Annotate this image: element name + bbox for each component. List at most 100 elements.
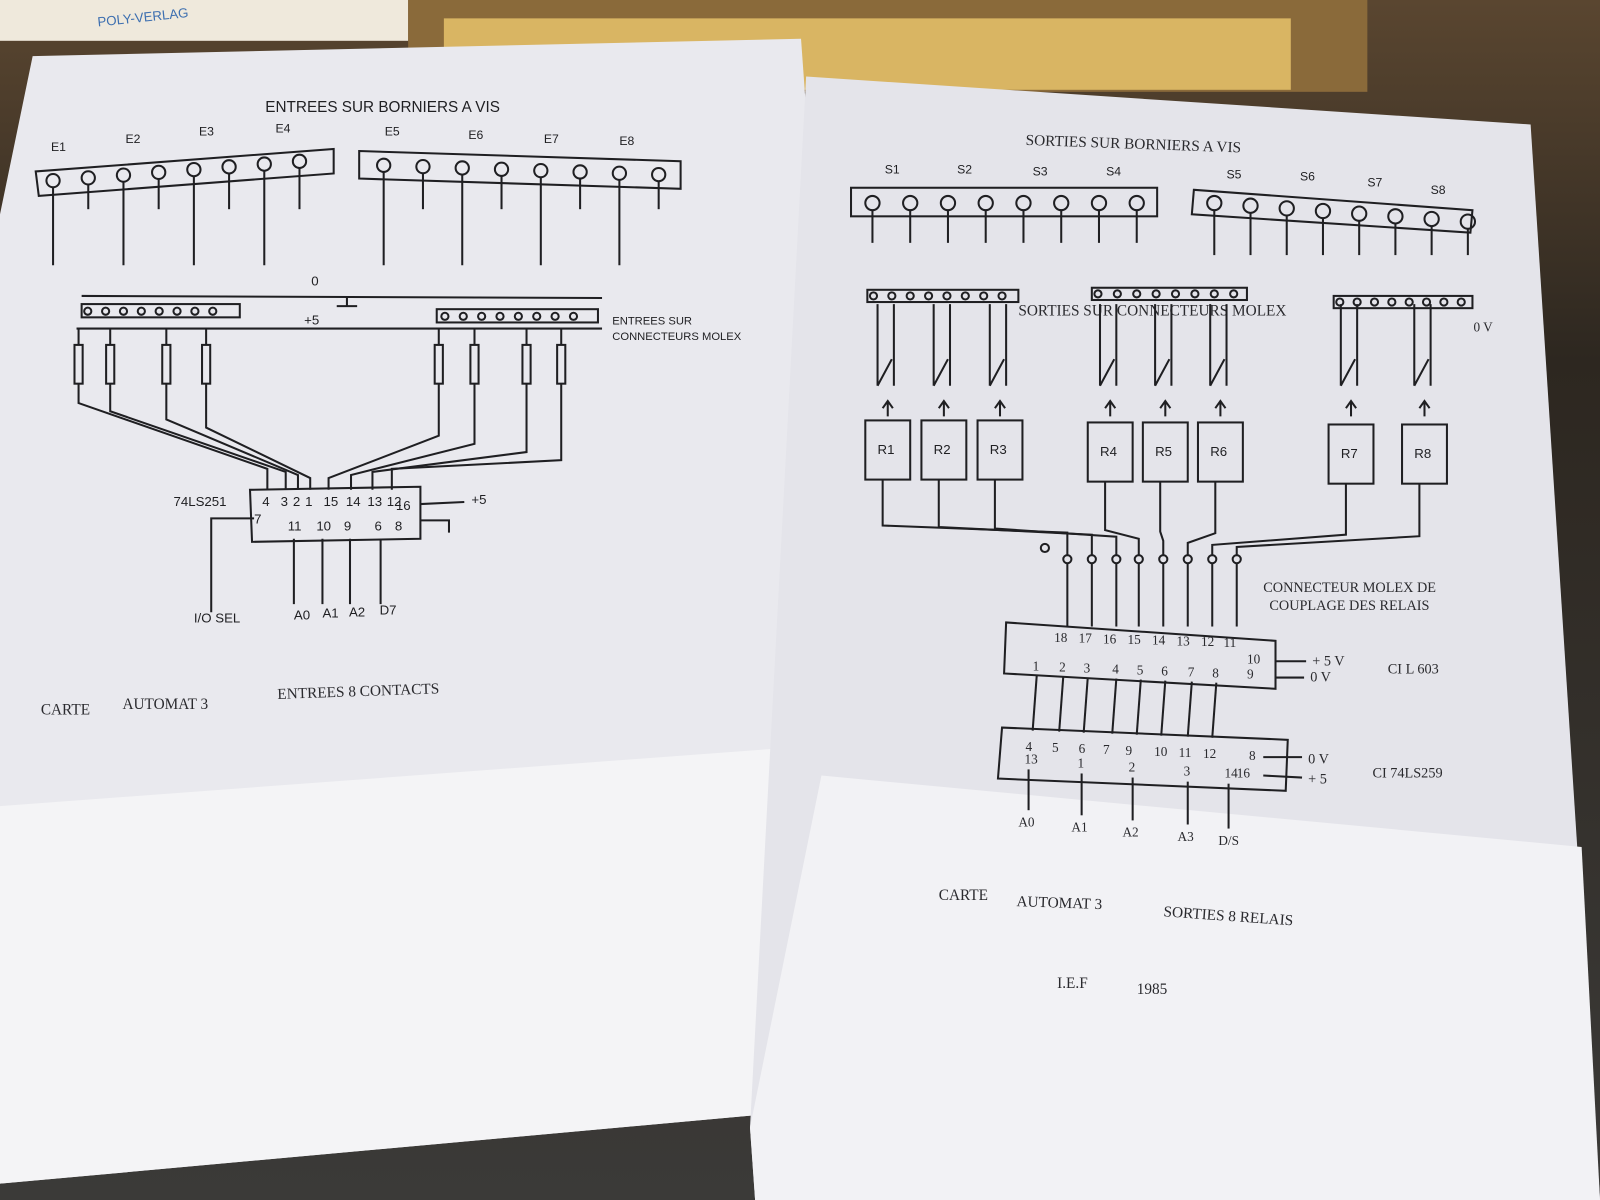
- relay-label: R8: [1414, 446, 1431, 461]
- coupling-pin-icon: [1039, 542, 1050, 554]
- relay-contact-icon: [1413, 304, 1432, 387]
- output-terminal-block-1: [850, 186, 1159, 218]
- chip-pin-label: 1: [305, 494, 312, 509]
- l603-pin-label: 18: [1054, 630, 1068, 645]
- relay-contact-icon: [988, 304, 1008, 387]
- chip-pin-label: 3: [281, 494, 288, 509]
- input-label: E4: [276, 122, 291, 136]
- relay-box: [920, 419, 968, 481]
- poly-verlag-box: [0, 0, 409, 41]
- molex-pin-icon: [118, 306, 129, 316]
- input-terminal-block-1: [34, 147, 335, 198]
- molex-out-1: [866, 288, 1020, 304]
- molex-out-label: SORTIES SUR CONNECTEURS MOLEX: [1018, 302, 1286, 319]
- molex-pin-icon: [458, 311, 468, 321]
- molex-pin-icon: [495, 311, 505, 321]
- molex-pin-icon: [1439, 297, 1449, 307]
- ls259-pin-label: 6: [1079, 741, 1086, 756]
- relay-arrow-icon: [994, 399, 1006, 417]
- chip-link-wire: [1135, 679, 1142, 735]
- relay-contact-icon: [1154, 304, 1173, 387]
- input-label: E3: [199, 125, 214, 139]
- relay-box: [1401, 423, 1448, 485]
- chip-name: 74LS251: [173, 494, 226, 509]
- l603-pin-label: 5: [1137, 662, 1144, 677]
- ls259-power-wires: [1263, 756, 1303, 779]
- l603-pin9: 9: [1247, 667, 1254, 682]
- right-sheet-fold: [750, 775, 1600, 1200]
- l603-pin10: 10: [1247, 651, 1261, 666]
- relay-arrow-icon: [1345, 399, 1357, 417]
- chip-pin-16: 16: [396, 498, 411, 513]
- ls259-pin-label: 3: [1184, 764, 1191, 779]
- input-label: E2: [126, 132, 141, 146]
- l603-pin-label: 4: [1112, 661, 1119, 676]
- input-label: E8: [619, 134, 634, 148]
- chip-link-wire: [1058, 676, 1065, 732]
- molex-label-2: CONNECTEURS MOLEX: [612, 331, 742, 343]
- ls259-plus: + 5: [1308, 772, 1327, 788]
- signal-label: A0: [1018, 815, 1035, 830]
- relay-label: R5: [1155, 444, 1172, 459]
- zero-label: 0: [311, 274, 318, 289]
- chip-74ls251: [248, 485, 422, 543]
- molex-connector-left-1: [80, 303, 241, 319]
- relay-wire: [1235, 483, 1421, 557]
- relay-contact-icon: [1098, 304, 1118, 387]
- molex-pin-icon: [1190, 289, 1200, 299]
- left-schematic: ENTREES SUR BORNIERS A VIS ENTREES SUR C…: [34, 99, 742, 718]
- molex-pin-icon: [1404, 297, 1414, 307]
- l603-pin-label: 7: [1188, 665, 1195, 680]
- signal-label: A2: [349, 604, 365, 619]
- relay-arrow-icon: [937, 399, 950, 417]
- footer-carte: CARTE: [41, 701, 90, 718]
- left-sheet-fold: [0, 744, 878, 1184]
- signal-label: I/O SEL: [194, 610, 240, 625]
- molex-pin-icon: [868, 291, 879, 301]
- input-label: E7: [544, 132, 559, 146]
- relay-arrow-icon: [1104, 399, 1117, 417]
- chip-pin-label: 11: [288, 519, 302, 534]
- resistor-wire: [165, 328, 299, 490]
- l603-power-wires: [1275, 660, 1307, 679]
- relay-box: [1327, 423, 1375, 485]
- chip-pin-label: 10: [316, 519, 331, 534]
- resistor-wire: [109, 328, 287, 490]
- molex-label-1: ENTREES SUR: [612, 315, 692, 327]
- ls259-pin-label: 13: [1024, 751, 1038, 766]
- molex-connector-left-2: [435, 308, 599, 324]
- molex-pin-icon: [905, 291, 915, 301]
- l603-pin-label: 3: [1084, 660, 1091, 675]
- molex-out-3: [1332, 294, 1474, 310]
- chip-pin-label: 14: [346, 494, 361, 509]
- ls259-pin-label: 14: [1224, 766, 1238, 781]
- relay-label: R7: [1341, 446, 1358, 461]
- l603-pin-label: 12: [1201, 634, 1214, 649]
- l603-pin-label: 17: [1079, 631, 1093, 646]
- right-schematic: SORTIES SUR BORNIERS A VIS SORTIES SUR C…: [850, 132, 1493, 998]
- chip-link-wire: [1031, 675, 1038, 731]
- relay-wire: [1211, 483, 1347, 557]
- ls259-pin-label: 10: [1154, 744, 1168, 759]
- molex-pin-icon: [1421, 297, 1432, 307]
- molex-pin-icon: [887, 291, 897, 301]
- relay-contact-icon: [1339, 304, 1359, 387]
- molex-pin-icon: [1209, 289, 1219, 299]
- relay-label: R4: [1100, 444, 1117, 459]
- l603-pin-label: 15: [1128, 632, 1142, 647]
- relay-label: R2: [934, 442, 951, 457]
- ls259-pin-label: 1: [1078, 755, 1085, 770]
- molex-pin-icon: [1132, 289, 1142, 299]
- footer-author: I.E.F: [1057, 975, 1088, 992]
- molex-pin-icon: [83, 306, 93, 316]
- relay-contact-icon: [1209, 304, 1228, 387]
- molex-pin-icon: [513, 311, 523, 321]
- ls259-name: CI 74LS259: [1372, 766, 1442, 782]
- molex-pin-icon: [979, 291, 989, 301]
- input-terminal-block-2: [358, 149, 682, 190]
- l603-name: CI L 603: [1388, 661, 1439, 677]
- coupling-label-1: CONNECTEUR MOLEX DE: [1263, 580, 1436, 596]
- resistor-wire: [327, 328, 440, 490]
